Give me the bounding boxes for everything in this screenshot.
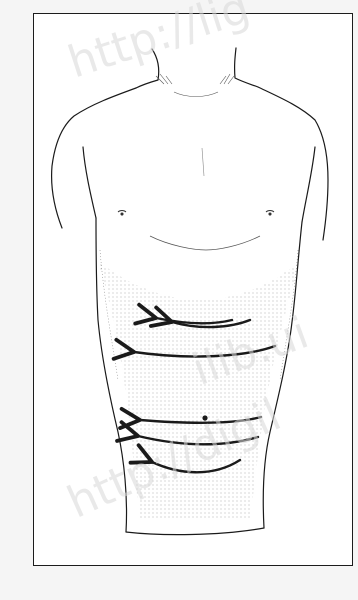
navel-marker — [202, 415, 207, 420]
neck-shading — [156, 74, 234, 97]
abdomen-shading — [98, 250, 300, 520]
chest-details — [118, 148, 274, 250]
